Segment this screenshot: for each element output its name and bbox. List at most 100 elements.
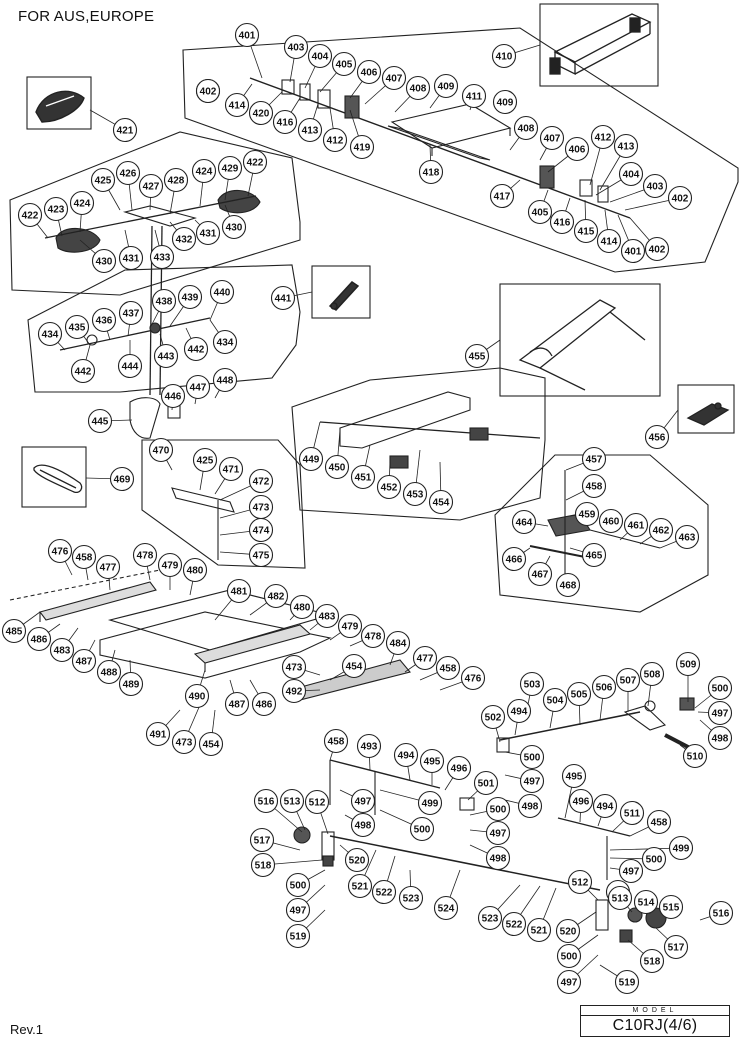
part-callout-p454a: 454 (428, 489, 454, 515)
part-number-label: 465 (586, 551, 603, 562)
part-number-label: 480 (294, 603, 311, 614)
part-callout-p497e: 497 (285, 897, 311, 923)
part-number-label: 497 (290, 906, 307, 917)
part-callout-p480b: 480 (289, 594, 315, 620)
part-callout-p515: 515 (658, 894, 684, 920)
part-callout-p494a: 494 (506, 698, 532, 724)
part-callout-p496b: 496 (568, 788, 594, 814)
part-callout-p473c: 473 (171, 729, 197, 755)
callout-circle (614, 969, 640, 995)
part-callout-p502: 502 (480, 704, 506, 730)
part-number-label: 459 (579, 510, 596, 521)
callout-circle (566, 681, 592, 707)
callout-circle (191, 158, 217, 184)
callout-circle (349, 134, 375, 160)
callout-circle (270, 285, 296, 311)
part-callout-p524: 524 (433, 895, 459, 921)
part-callout-p477b: 477 (412, 645, 438, 671)
part-number-label: 434 (42, 330, 59, 341)
callout-circle (435, 655, 461, 681)
callout-circle (590, 124, 616, 150)
callout-circle (64, 314, 90, 340)
callout-circle (708, 900, 734, 926)
part-number-label: 514 (638, 898, 655, 909)
part-callout-p500a: 500 (707, 675, 733, 701)
part-number-label: 524 (438, 904, 455, 915)
callout-circle (618, 161, 644, 187)
part-callout-p442b: 442 (183, 336, 209, 362)
callout-circle (171, 226, 197, 252)
part-callout-p412b: 412 (590, 124, 616, 150)
part-callout-p471: 471 (218, 456, 244, 482)
part-callout-p414a: 414 (224, 92, 250, 118)
callout-circle (149, 244, 175, 270)
callout-circle (132, 542, 158, 568)
part-number-label: 513 (284, 797, 301, 808)
callout-circle (485, 820, 511, 846)
inset-box-421 (26, 76, 92, 130)
part-callout-p430b: 430 (221, 214, 247, 240)
part-callout-p521a: 521 (347, 873, 373, 899)
part-number-label: 497 (561, 978, 578, 989)
callout-circle (385, 630, 411, 656)
part-callout-p481: 481 (226, 578, 252, 604)
part-number-label: 419 (354, 143, 371, 154)
callout-circle (289, 594, 315, 620)
callout-circle (667, 185, 693, 211)
part-number-label: 497 (524, 777, 541, 788)
part-callout-p410: 410 (491, 43, 517, 69)
part-callout-p426: 426 (115, 160, 141, 186)
part-callout-p506: 506 (591, 674, 617, 700)
callout-circle (160, 383, 186, 409)
part-callout-p496a: 496 (446, 755, 472, 781)
part-callout-p412a: 412 (322, 127, 348, 153)
callout-circle (283, 34, 309, 60)
part-number-label: 516 (713, 909, 730, 920)
model-number: C10RJ(4/6) (612, 1017, 698, 1034)
part-callout-p513a: 513 (279, 788, 305, 814)
callout-circle (591, 674, 617, 700)
part-number-label: 500 (646, 855, 663, 866)
callout-circle (96, 659, 122, 685)
callout-circle (519, 671, 545, 697)
callout-circle (633, 889, 659, 915)
part-number-label: 408 (518, 124, 535, 135)
callout-circle (71, 648, 97, 674)
part-number-label: 505 (571, 690, 588, 701)
callout-circle (675, 651, 701, 677)
part-number-label: 499 (673, 844, 690, 855)
part-callout-p497c: 497 (485, 820, 511, 846)
part-callout-p443: 443 (153, 343, 179, 369)
callout-circle (285, 872, 311, 898)
callout-circle (433, 895, 459, 921)
part-callout-p434a: 434 (37, 321, 63, 347)
part-callout-p508: 508 (639, 661, 665, 687)
part-callout-p440: 440 (209, 279, 235, 305)
part-callout-p512b: 512 (567, 869, 593, 895)
callout-circle (198, 731, 224, 757)
part-number-label: 476 (52, 547, 69, 558)
part-callout-p403a: 403 (283, 34, 309, 60)
part-callout-p417: 417 (489, 183, 515, 209)
callout-circle (195, 220, 221, 246)
callout-circle (218, 456, 244, 482)
callout-circle (663, 934, 689, 960)
callout-circle (234, 22, 260, 48)
callout-circle (183, 336, 209, 362)
part-number-label: 427 (143, 182, 160, 193)
part-callout-p466: 466 (501, 546, 527, 572)
part-number-label: 500 (712, 684, 729, 695)
part-callout-p482: 482 (263, 583, 289, 609)
part-callout-p422b: 422 (17, 202, 43, 228)
part-number-label: 486 (31, 635, 48, 646)
callout-circle (574, 501, 600, 527)
part-callout-p495a: 495 (419, 748, 445, 774)
part-number-label: 523 (403, 894, 420, 905)
part-callout-p476a: 476 (47, 538, 73, 564)
part-number-label: 446 (165, 392, 182, 403)
part-callout-p403b: 403 (642, 173, 668, 199)
callout-circle (485, 845, 511, 871)
callout-circle (674, 524, 700, 550)
callout-circle (221, 214, 247, 240)
part-callout-p500c: 500 (485, 796, 511, 822)
